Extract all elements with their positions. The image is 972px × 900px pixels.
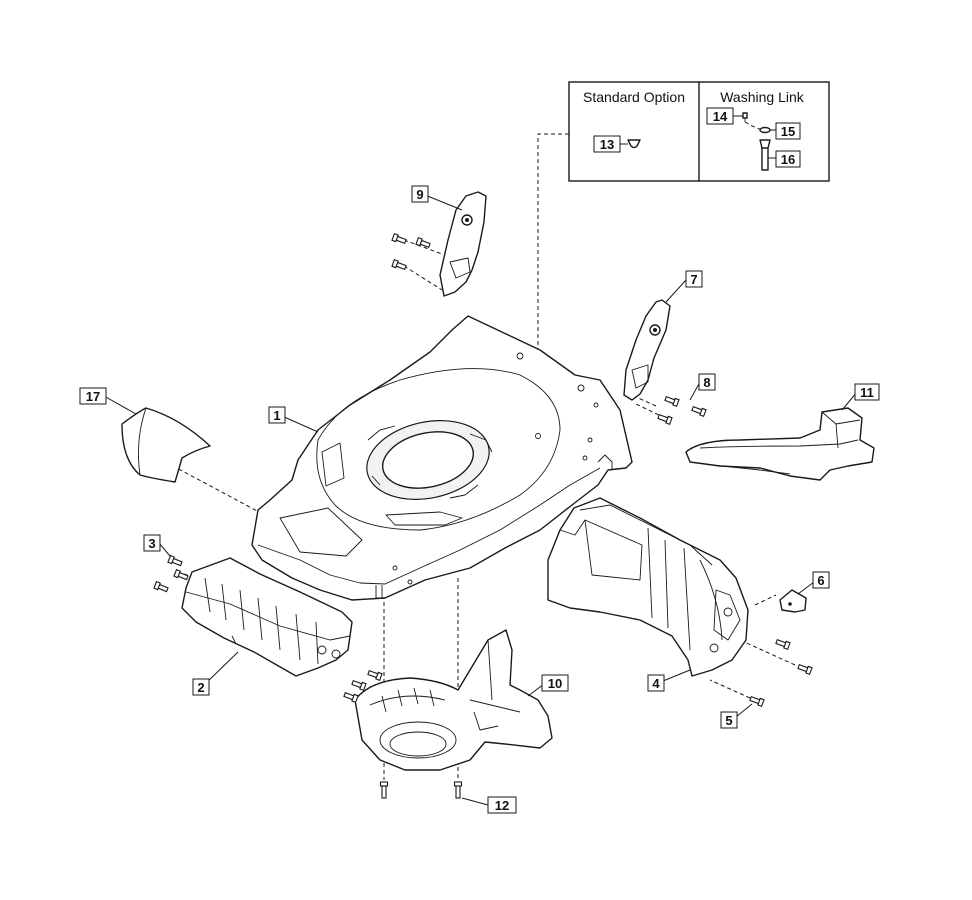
callout-1: 1 xyxy=(268,406,286,424)
callout-17: 17 xyxy=(79,387,107,405)
standard-option-label: Standard Option xyxy=(583,89,685,105)
rear-guard-part-2 xyxy=(181,557,353,677)
callout-16-text: 16 xyxy=(781,152,795,167)
callout-5: 5 xyxy=(720,711,738,729)
callout-14-text: 14 xyxy=(713,109,728,124)
callout-7: 7 xyxy=(685,270,703,288)
callout-11: 11 xyxy=(854,383,880,401)
callout-1-text: 1 xyxy=(273,408,280,423)
callout-2-text: 2 xyxy=(197,680,204,695)
callout-2: 2 xyxy=(192,678,210,696)
screws xyxy=(153,232,813,799)
callout-17-text: 17 xyxy=(86,389,100,404)
callout-7-text: 7 xyxy=(690,272,697,287)
chute-part-10 xyxy=(354,629,553,771)
callout-9-text: 9 xyxy=(416,187,423,202)
callout-8: 8 xyxy=(698,373,716,391)
callout-3: 3 xyxy=(143,534,161,552)
callout-5-text: 5 xyxy=(725,713,732,728)
callout-13: 13 xyxy=(593,135,621,153)
washing-link-label: Washing Link xyxy=(720,89,805,105)
callout-11-text: 11 xyxy=(860,385,874,400)
callout-15-text: 15 xyxy=(781,124,795,139)
callout-6-text: 6 xyxy=(817,573,824,588)
callout-9: 9 xyxy=(411,185,429,203)
callout-14: 14 xyxy=(706,107,734,125)
deck-part-1 xyxy=(251,315,633,601)
callout-4: 4 xyxy=(647,674,665,692)
callout-12-text: 12 xyxy=(495,798,509,813)
callout-3-text: 3 xyxy=(148,536,155,551)
callout-10-text: 10 xyxy=(548,676,562,691)
callout-8-text: 8 xyxy=(703,375,710,390)
bar-part-11 xyxy=(685,407,875,481)
bracket-part-7 xyxy=(623,299,671,401)
flap-part-17 xyxy=(121,407,211,483)
callout-16: 16 xyxy=(775,150,801,168)
callout-4-text: 4 xyxy=(652,676,660,691)
washing-link-parts xyxy=(733,112,776,171)
callout-6: 6 xyxy=(812,571,830,589)
callout-15: 15 xyxy=(775,122,801,140)
callout-12: 12 xyxy=(487,796,517,814)
bracket-part-9 xyxy=(439,191,487,297)
clip-part-6 xyxy=(779,589,807,613)
callout-13-text: 13 xyxy=(600,137,614,152)
grassbag-frame-part-4 xyxy=(547,497,749,677)
callout-10: 10 xyxy=(541,674,569,692)
